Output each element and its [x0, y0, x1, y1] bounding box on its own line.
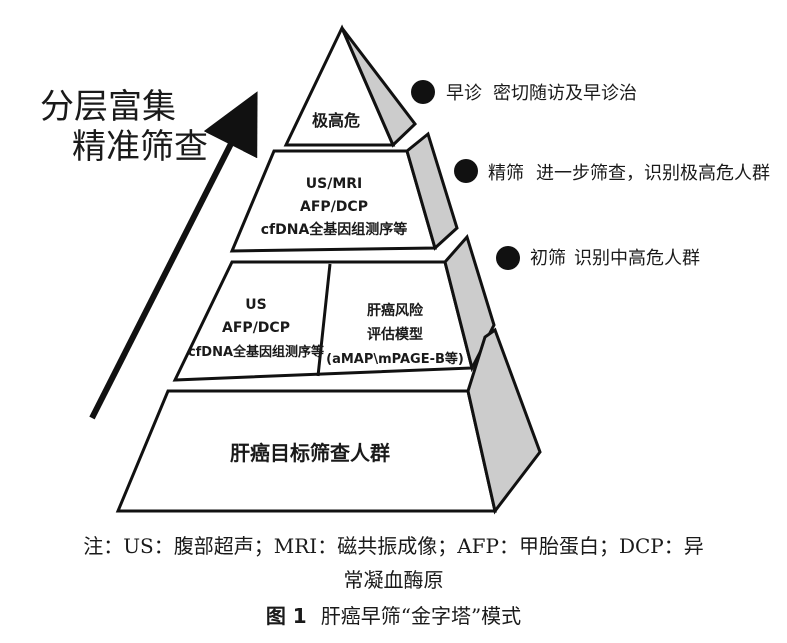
- tier3-right-line2: 评估模型: [367, 326, 423, 343]
- legend-text-1: 密切随访及早诊治: [493, 83, 637, 104]
- tier3-right-line1: 肝癌风险: [367, 302, 424, 319]
- tier2-line2: AFP/DCP: [300, 199, 368, 215]
- tier3-left-line3: cfDNA全基因组测序等: [188, 344, 324, 360]
- tier2-line1: US/MRI: [306, 176, 363, 192]
- note-line2: 常凝血酶原: [343, 568, 444, 592]
- apex-side: [340, 27, 418, 148]
- tier2-line3: cfDNA全基因组测序等: [261, 221, 408, 238]
- bullet-dot-1: [411, 80, 435, 104]
- figure-title: 肝癌早筛“金字塔”模式: [320, 604, 522, 628]
- legend-tag-3: 初筛: [530, 248, 566, 269]
- tier3-side: [443, 233, 496, 373]
- tier3-left-line2: AFP/DCP: [222, 320, 290, 336]
- bullet-dot-2: [454, 159, 478, 183]
- left-label-line1: 分层富集: [40, 87, 176, 127]
- note-line1: 注：US：腹部超声；MRI：磁共振成像；AFP：甲胎蛋白；DCP：异: [83, 534, 704, 558]
- legend-text-3: 识别中高危人群: [574, 248, 700, 269]
- figure-caption: 图 1 肝癌早筛“金字塔”模式: [0, 600, 787, 629]
- legend-tag-2: 精筛: [488, 163, 524, 184]
- legend-text-2: 进一步筛查，识别极高危人群: [536, 163, 770, 184]
- tier2-side: [405, 131, 459, 251]
- tier3-right-line3: (aMAP\mPAGE-B等): [326, 351, 464, 367]
- apex-label: 极高危: [312, 111, 360, 130]
- base-label: 肝癌目标筛查人群: [230, 441, 390, 465]
- figure-label: 图 1: [265, 604, 307, 628]
- tier3-left-line1: US: [245, 297, 266, 313]
- legend-tag-1: 早诊: [446, 83, 482, 104]
- tier3-divider: [316, 263, 332, 377]
- left-label-line2: 精准筛查: [72, 127, 208, 167]
- bullet-dot-3: [496, 246, 520, 270]
- base-side: [466, 327, 542, 515]
- upward-arrow: [89, 91, 258, 420]
